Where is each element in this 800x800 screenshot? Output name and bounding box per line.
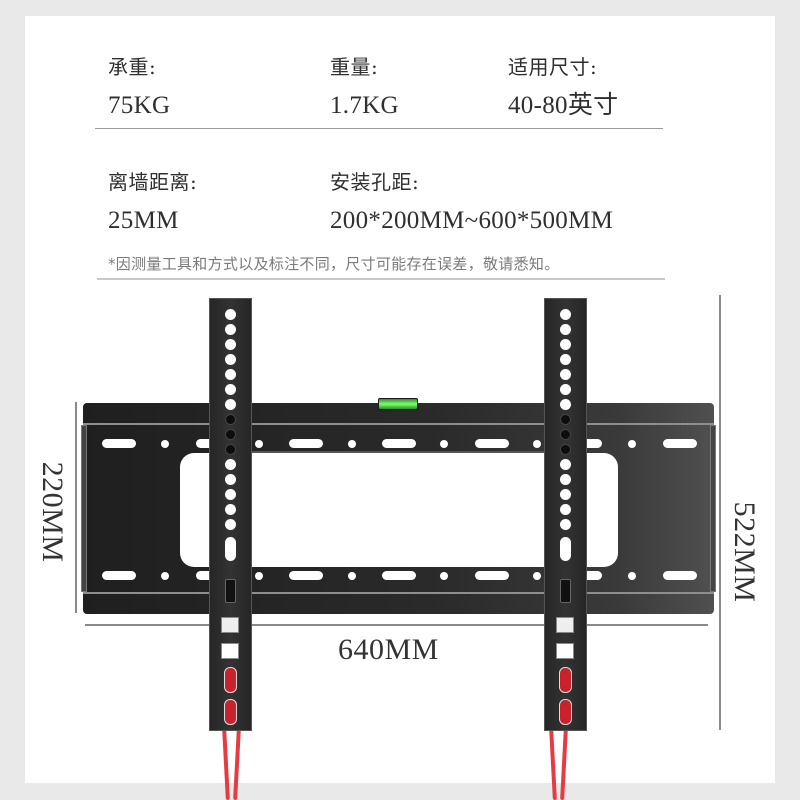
spec-hole-spacing: 安装孔距: 200*200MM~600*500MM [330,170,613,236]
mount-hole [628,572,636,580]
mount-slot [382,571,416,580]
mount-hole [348,572,356,580]
mount-slot [102,571,136,580]
dimension-line-plate-width [85,624,708,626]
disclaimer-note: *因测量工具和方式以及标注不同，尺寸可能存在误差，敬请悉知。 [108,255,560,273]
mount-hole [533,440,541,448]
mount-hole [440,572,448,580]
mount-hole [348,440,356,448]
spec-label: 安装孔距: [330,170,420,194]
mount-slot [475,571,509,580]
dimension-line-total-height [719,295,721,730]
mount-slot [475,439,509,448]
mount-hole [161,572,169,580]
mount-hole [533,572,541,580]
spec-value: 40-80英寸 [508,92,619,119]
mount-slot [382,439,416,448]
mount-hole [255,572,263,580]
vertical-arm-right [544,298,587,731]
spec-wall-distance: 离墙距离: 25MM [108,170,197,236]
mount-hole [255,440,263,448]
dimension-line-plate-height [75,402,77,613]
mount-slot [663,439,697,448]
mount-slot [289,571,323,580]
spec-load-capacity: 承重: 75KG [108,55,170,121]
spec-divider [95,128,663,129]
mount-hole [161,440,169,448]
mount-hole [440,440,448,448]
spec-value: 1.7KG [330,92,399,119]
spec-value: 200*200MM~600*500MM [330,207,614,234]
spec-screen-size: 适用尺寸: 40-80英寸 [508,55,618,121]
spec-label: 适用尺寸: [508,55,598,79]
mount-hole [628,440,636,448]
dimension-label-plate-height: 220MM [36,461,69,563]
dimension-label-plate-width: 640MM [338,633,439,666]
dimension-label-total-height: 522MM [728,501,761,603]
mount-slot [102,439,136,448]
spec-value: 75KG [108,92,171,119]
bubble-level-icon [378,398,418,410]
spec-label: 离墙距离: [108,170,198,194]
spec-label: 重量: [330,55,379,79]
spec-weight: 重量: 1.7KG [330,55,399,121]
vertical-arm-left [209,298,252,731]
note-divider [97,278,665,280]
mount-slot [663,571,697,580]
mount-slot [289,439,323,448]
spec-value: 25MM [108,207,179,234]
spec-label: 承重: [108,55,157,79]
